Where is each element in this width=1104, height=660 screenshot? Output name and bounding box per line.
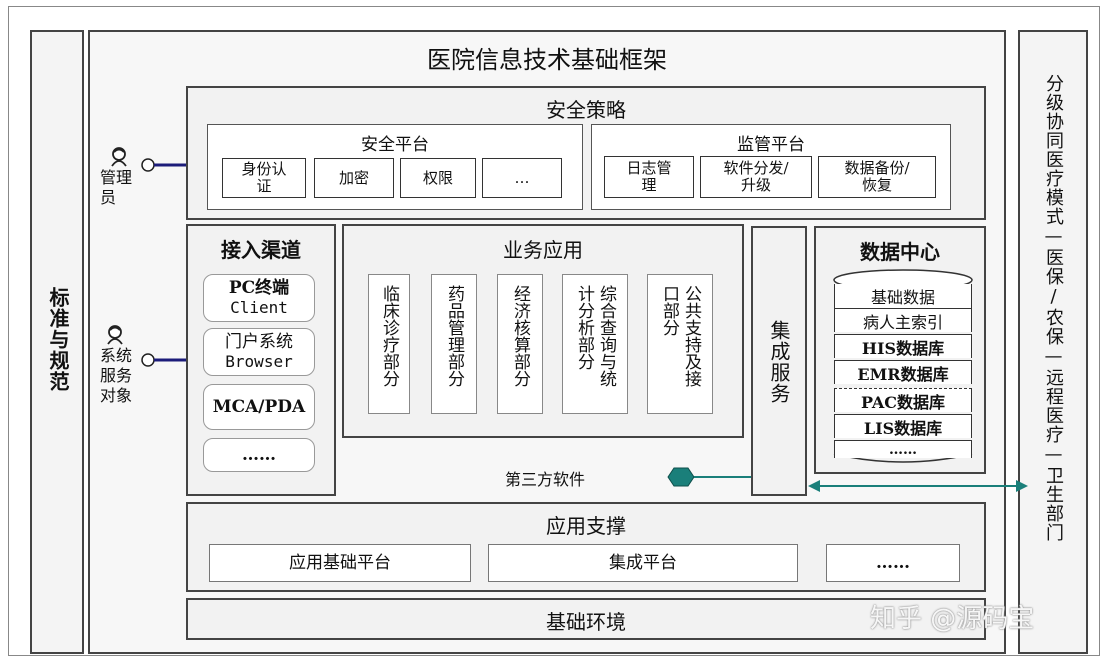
patient-index-row: 病人主索引	[834, 308, 972, 332]
supervision-platform-title: 监管平台	[737, 135, 805, 155]
service-target-connector	[141, 353, 188, 367]
third-party-connector	[667, 467, 756, 487]
data-backup-cell: 数据备份/ 恢复	[818, 156, 936, 198]
more-support-cell: ……	[826, 544, 960, 582]
accounting-label: 经济核算部分	[510, 285, 530, 387]
data-center-title: 数据中心	[860, 240, 940, 264]
pac-db-row: PAC数据库	[834, 388, 972, 412]
third-party-label: 第三方软件	[505, 470, 586, 489]
watermark: 知乎 @源码宝	[870, 604, 1035, 634]
clinical-label: 临床诊疗部分	[379, 285, 399, 387]
business-app-title: 业务应用	[503, 238, 583, 262]
emr-db-row: EMR数据库	[834, 360, 972, 384]
more-access-item: ……	[203, 438, 315, 472]
admin-actor: 管理 员	[100, 146, 140, 208]
mca-pda-item: MCA/PDA	[203, 384, 315, 430]
identity-auth-cell: 身份认 证	[222, 158, 306, 198]
more-access-label: ……	[242, 445, 276, 465]
encryption-cell: 加密	[314, 158, 394, 198]
portal-browser-line2: Browser	[225, 352, 293, 371]
log-management-cell: 日志管 理	[604, 156, 694, 198]
portal-browser-item: 门户系统 Browser	[203, 328, 315, 376]
infrastructure-label: 基础环境	[546, 610, 626, 634]
more-db-row: ……	[834, 440, 972, 458]
service-target-actor: 系统 服务 对象	[100, 324, 144, 406]
admin-label: 管理 员	[100, 168, 133, 207]
clinical-column: 临床诊疗部分	[368, 274, 410, 414]
pc-client-line2: Client	[230, 298, 288, 317]
pc-client-line1: PC终端	[228, 278, 290, 298]
software-distribution-cell: 软件分发/ 升级	[700, 156, 812, 198]
cooperation-column: 分级协同医疗模式—医保/农保—远程医疗—卫生部门	[1018, 30, 1088, 654]
lis-db-row: LIS数据库	[834, 414, 972, 438]
pharmacy-column: 药品管理部分	[431, 274, 477, 414]
base-data-row: 基础数据	[834, 284, 972, 308]
security-strategy-title: 安全策略	[546, 98, 626, 122]
query-statistics-column: 综合查询与统计分析部分	[562, 274, 628, 414]
pharmacy-label: 药品管理部分	[444, 285, 464, 387]
standards-column: 标准与规范	[30, 30, 84, 654]
service-target-label: 系统 服务 对象	[100, 346, 133, 405]
his-db-row: HIS数据库	[834, 334, 972, 358]
cooperation-label: 分级协同医疗模式—医保/农保—远程医疗—卫生部门	[1043, 74, 1064, 542]
app-base-platform-cell: 应用基础平台	[209, 544, 471, 582]
public-support-label: 公共支持及接口部分	[659, 285, 701, 387]
more-security-cell: …	[482, 158, 562, 198]
admin-connector	[141, 158, 188, 172]
access-channel-title: 接入渠道	[221, 238, 301, 262]
permission-cell: 权限	[400, 158, 476, 198]
app-support-title: 应用支撑	[546, 514, 626, 538]
portal-browser-line1: 门户系统	[225, 332, 293, 352]
user-icon	[111, 147, 127, 167]
integration-arrow	[808, 480, 1028, 492]
mca-pda-label: MCA/PDA	[212, 397, 306, 417]
integration-service-box: 集成服务	[751, 226, 807, 496]
security-platform-title: 安全平台	[361, 135, 429, 155]
accounting-column: 经济核算部分	[497, 274, 543, 414]
integration-platform-cell: 集成平台	[488, 544, 798, 582]
query-statistics-label: 综合查询与统计分析部分	[574, 285, 616, 387]
public-support-column: 公共支持及接口部分	[647, 274, 713, 414]
diagram-title: 医院信息技术基础框架	[427, 46, 667, 74]
integration-service-label: 集成服务	[767, 320, 791, 404]
pc-client-item: PC终端 Client	[203, 274, 315, 322]
standards-label: 标准与规范	[46, 287, 70, 392]
infrastructure-box	[186, 598, 986, 640]
user-icon	[107, 325, 123, 345]
page-frame	[8, 6, 1100, 656]
